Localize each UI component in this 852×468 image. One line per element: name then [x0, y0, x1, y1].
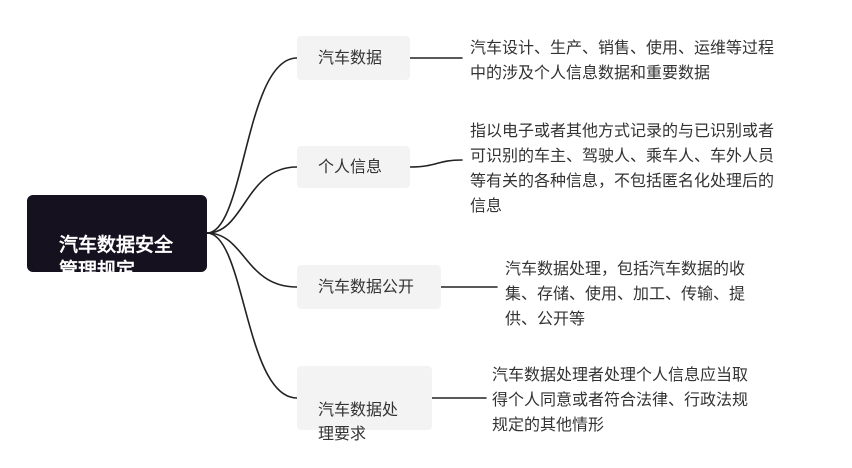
branch-node-label: 汽车数据处 理要求 [318, 400, 399, 443]
leaf-text-data-disclosure: 汽车数据处理，包括汽车数据的收 集、存储、使用、加工、传输、提 供、公开等 [505, 259, 746, 328]
branch-node-label: 汽车数据 [318, 48, 383, 67]
leaf-text-vehicle-data: 汽车设计、生产、销售、使用、运维等过程 中的涉及个人信息数据和重要数据 [470, 38, 775, 82]
branch-node-personal-info[interactable]: 个人信息 [297, 146, 410, 188]
branch-node-label: 个人信息 [318, 157, 383, 176]
leaf-text-personal-info: 指以电子或者其他方式记录的与已识别或者 可识别的车主、驾驶人、乘车人、车外人员 … [470, 121, 775, 215]
branch-node-data-disclosure[interactable]: 汽车数据公开 [297, 265, 441, 309]
root-node[interactable]: 汽车数据安全 管理规定 [27, 195, 207, 281]
connector-branch-2-to-leaf [409, 159, 463, 168]
branch-node-processing-requirements[interactable]: 汽车数据处 理要求 [297, 366, 432, 443]
branch-node-label: 汽车数据公开 [318, 277, 415, 296]
branch-node-vehicle-data[interactable]: 汽车数据 [297, 36, 410, 80]
connector-root-to-branch-1 [206, 57, 298, 234]
connector-root-to-branch-2 [206, 166, 298, 234]
connector-root-to-branch-4 [206, 232, 298, 399]
connector-root-to-branch-3 [206, 232, 298, 288]
root-node-label: 汽车数据安全 管理规定 [59, 234, 174, 281]
leaf-text-processing-requirements: 汽车数据处理者处理个人信息应当取 得个人同意或者符合法律、行政法规 规定的其他情… [492, 365, 749, 434]
